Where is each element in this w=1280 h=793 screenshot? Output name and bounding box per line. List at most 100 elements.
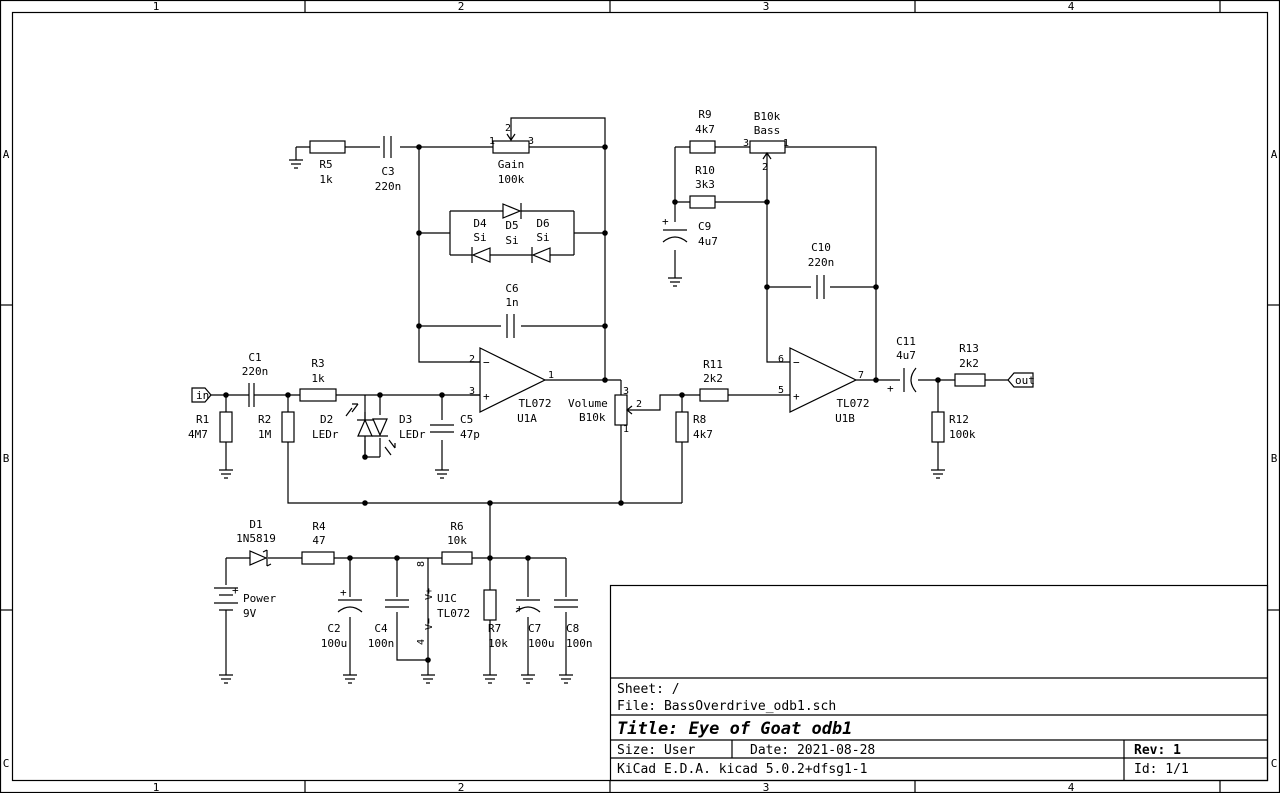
row-label: A	[3, 148, 10, 161]
svg-text:R6: R6	[450, 520, 463, 533]
svg-text:Gain: Gain	[498, 158, 525, 171]
svg-text:U1B: U1B	[835, 412, 855, 425]
cap-c6	[506, 314, 515, 338]
title-block: Sheet: / File: BassOverdrive_odb1.sch Ti…	[609, 584, 1269, 782]
col-label: 1	[153, 0, 160, 13]
diode-d5	[502, 203, 522, 219]
resistor-r5	[309, 140, 346, 154]
svg-text:V+: V+	[424, 588, 435, 600]
svg-text:2: 2	[469, 354, 475, 365]
opamp-u1a	[479, 347, 547, 413]
svg-text:LEDr: LEDr	[312, 428, 339, 441]
resistor-r13	[954, 373, 986, 387]
svg-text:4u7: 4u7	[896, 349, 916, 362]
col-label: 2	[458, 781, 465, 793]
svg-text:TL072: TL072	[836, 397, 869, 410]
diode-d6	[531, 247, 551, 263]
pot-volume	[614, 394, 628, 426]
resistor-r12	[931, 411, 945, 443]
svg-text:R8: R8	[693, 413, 706, 426]
svg-text:C4: C4	[374, 622, 388, 635]
svg-text:C10: C10	[811, 241, 831, 254]
resistor-r11	[699, 388, 729, 402]
cap-c5	[430, 424, 454, 433]
svg-text:1n: 1n	[505, 296, 518, 309]
resistors	[219, 140, 986, 621]
svg-text:R4: R4	[312, 520, 326, 533]
svg-text:U1C: U1C	[437, 592, 457, 605]
svg-text:C6: C6	[505, 282, 518, 295]
resistor-r9	[689, 140, 716, 154]
capacitors	[240, 136, 917, 613]
id-label: Id: 1/1	[1134, 762, 1189, 777]
potentiometers	[492, 129, 786, 426]
svg-text:R10: R10	[695, 164, 715, 177]
svg-text:Bass: Bass	[754, 124, 781, 137]
svg-text:D6: D6	[536, 217, 549, 230]
component-labels: C1 220n R3 1k R1 4M7 R2 1M D2 LEDr D3 LE…	[188, 108, 979, 650]
led-d3	[372, 418, 388, 437]
cap-c4	[385, 599, 409, 608]
resistor-r10	[689, 195, 716, 209]
svg-text:C3: C3	[381, 165, 394, 178]
svg-text:2: 2	[505, 123, 511, 134]
svg-text:2: 2	[762, 162, 768, 173]
resistor-r2	[281, 411, 295, 443]
svg-text:7: 7	[858, 370, 864, 381]
svg-text:C8: C8	[566, 622, 579, 635]
svg-text:in: in	[196, 389, 209, 402]
row-label: C	[1271, 757, 1278, 770]
svg-text:1: 1	[548, 370, 554, 381]
svg-text:C9: C9	[698, 220, 711, 233]
svg-text:D5: D5	[505, 219, 518, 232]
opamp-u1c-power: 8 V+ V− 4	[416, 561, 435, 645]
svg-text:Si: Si	[536, 231, 549, 244]
svg-text:47: 47	[312, 534, 325, 547]
diode-d4	[471, 247, 491, 263]
svg-text:out: out	[1015, 374, 1035, 387]
svg-text:1k: 1k	[319, 173, 333, 186]
svg-text:3k3: 3k3	[695, 178, 715, 191]
size-label: Size: User	[617, 743, 695, 758]
col-label: 3	[763, 781, 770, 793]
battery-power: +	[214, 584, 239, 620]
row-label: A	[1271, 148, 1278, 161]
svg-text:U1A: U1A	[517, 412, 537, 425]
svg-text:220n: 220n	[375, 180, 402, 193]
svg-text:−: −	[793, 356, 800, 369]
resistor-r4	[301, 551, 335, 565]
svg-text:D2: D2	[320, 413, 333, 426]
sheet-label: Sheet: /	[617, 682, 680, 697]
svg-text:1M: 1M	[258, 428, 272, 441]
svg-text:R1: R1	[196, 413, 209, 426]
pot-gain	[492, 140, 530, 154]
svg-text:4u7: 4u7	[698, 235, 718, 248]
svg-text:Si: Si	[505, 234, 518, 247]
diodes	[249, 203, 551, 567]
opamp-u1b	[789, 347, 858, 413]
ground-symbols	[219, 147, 945, 684]
svg-text:3: 3	[623, 386, 629, 397]
svg-text:+: +	[232, 584, 239, 597]
svg-text:1: 1	[623, 424, 629, 435]
date-label: Date: 2021-08-28	[750, 743, 875, 758]
svg-text:10k: 10k	[488, 637, 508, 650]
svg-text:C5: C5	[460, 413, 473, 426]
svg-text:100u: 100u	[528, 637, 555, 650]
svg-text:D4: D4	[473, 217, 487, 230]
output-port: out	[1007, 372, 1035, 388]
svg-text:B10k: B10k	[579, 411, 606, 424]
svg-text:4: 4	[416, 639, 427, 645]
svg-text:R7: R7	[488, 622, 501, 635]
svg-text:100u: 100u	[321, 637, 348, 650]
svg-text:C2: C2	[327, 622, 340, 635]
resistor-r6	[441, 551, 473, 565]
input-port: in	[191, 387, 212, 403]
resistor-r3	[299, 388, 337, 402]
title-label: Title: Eye of Goat odb1	[617, 719, 852, 739]
svg-text:TL072: TL072	[437, 607, 470, 620]
svg-text:R13: R13	[959, 342, 979, 355]
tool-label: KiCad E.D.A. kicad 5.0.2+dfsg1-1	[617, 762, 867, 777]
svg-text:TL072: TL072	[518, 397, 551, 410]
svg-text:R5: R5	[319, 158, 332, 171]
